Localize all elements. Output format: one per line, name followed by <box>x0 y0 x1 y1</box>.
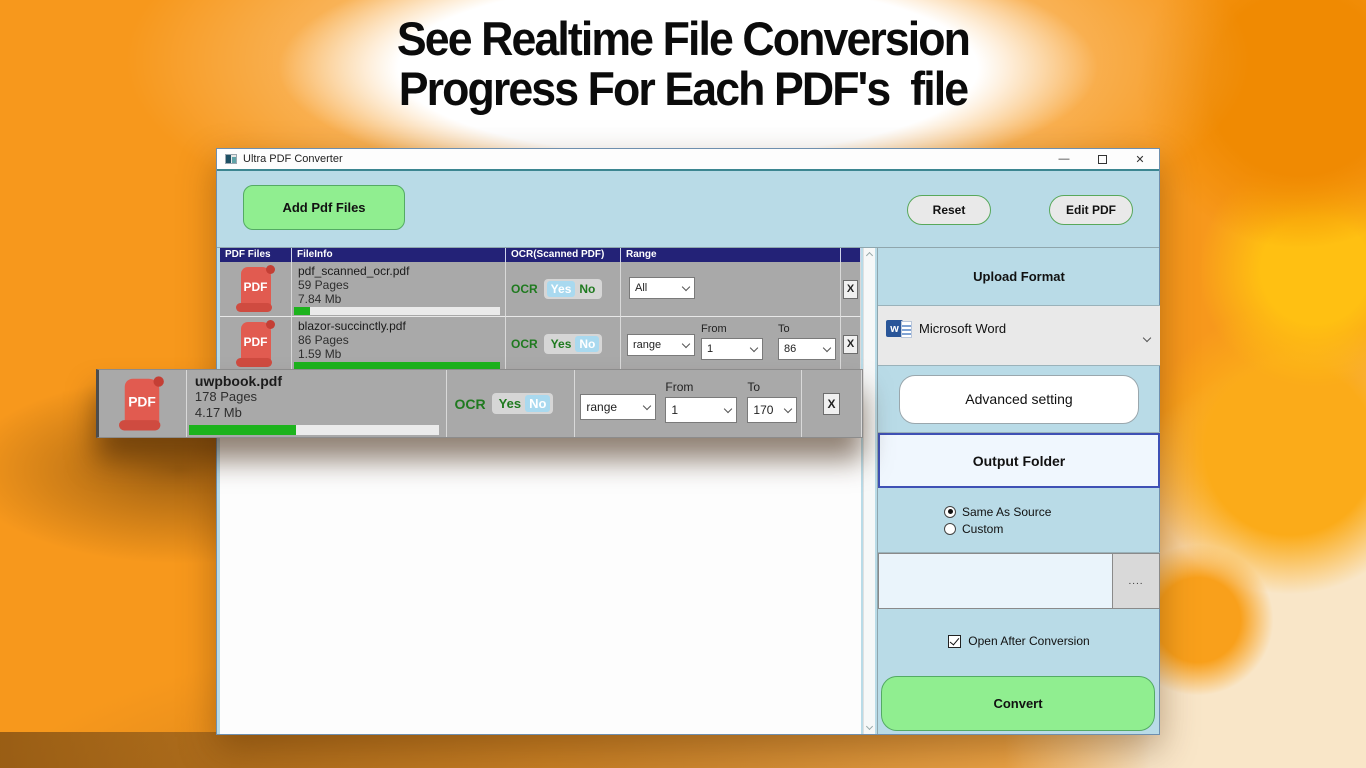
advanced-setting-button[interactable]: Advanced setting <box>899 374 1139 424</box>
conversion-progress-fill <box>294 362 500 370</box>
file-size: 4.17 Mb <box>194 405 242 420</box>
ocr-toggle: Yes No <box>543 279 603 299</box>
edit-pdf-button[interactable]: Edit PDF <box>1049 195 1133 225</box>
conversion-progress-bar <box>294 362 500 370</box>
range-to-dropdown[interactable]: 86 <box>778 338 836 360</box>
ocr-yes-option[interactable]: Yes <box>550 337 572 351</box>
convert-button[interactable]: Convert <box>881 676 1155 731</box>
app-window: Ultra PDF Converter — ✕ Add Pdf Files Re… <box>96 148 1160 735</box>
open-after-conversion-label: Open After Conversion <box>968 634 1090 648</box>
table-header: PDF Files FileInfo OCR(Scanned PDF) Rang… <box>220 248 861 262</box>
minimize-button[interactable]: — <box>1058 153 1070 165</box>
ocr-no-option[interactable]: No <box>525 395 551 412</box>
chevron-down-icon <box>749 343 759 352</box>
to-label: To <box>778 323 790 335</box>
remove-file-button[interactable]: X <box>843 334 858 354</box>
file-size: 7.84 Mb <box>298 292 342 306</box>
output-folder-title: Output Folder <box>878 433 1160 488</box>
radio-selected-icon <box>944 505 956 518</box>
maximize-icon <box>1097 154 1107 164</box>
to-label: To <box>747 380 761 394</box>
ocr-no-option[interactable]: No <box>575 336 600 352</box>
conversion-progress-bar <box>294 307 500 315</box>
file-pages: 86 Pages <box>298 333 349 347</box>
format-value: Microsoft Word <box>919 321 1007 336</box>
chevron-down-icon <box>1142 333 1152 342</box>
pdf-file-icon: PDF <box>234 320 278 368</box>
ocr-label: OCR <box>454 395 486 412</box>
scroll-up-icon <box>865 251 874 260</box>
range-from-dropdown[interactable]: 1 <box>665 397 738 423</box>
ocr-toggle: Yes No <box>491 393 554 414</box>
output-path-field[interactable] <box>878 553 1113 609</box>
ocr-yes-option[interactable]: Yes <box>498 396 522 411</box>
ocr-toggle: Yes No <box>543 334 603 354</box>
settings-panel: Upload Format w Microsoft Word Advanced … <box>877 248 1160 734</box>
file-name: pdf_scanned_ocr.pdf <box>298 264 410 278</box>
pdf-file-icon: PDF <box>117 375 168 431</box>
chevron-down-icon <box>681 339 691 348</box>
browse-folder-button[interactable]: .... <box>1113 553 1160 609</box>
table-row-blazor-succinctly: PDF blazor-succinctly.pdf 86 Pages 1.59 … <box>220 317 861 372</box>
col-header-fileinfo: FileInfo <box>292 248 506 262</box>
list-scrollbar[interactable] <box>863 248 875 734</box>
toolbar: Add Pdf Files Reset Edit PDF <box>217 171 1159 248</box>
range-mode-dropdown[interactable]: range <box>627 334 695 356</box>
app-icon <box>225 154 237 164</box>
upload-format-title: Upload Format <box>878 248 1160 306</box>
ocr-yes-option[interactable]: Yes <box>546 281 576 297</box>
from-label: From <box>665 380 694 394</box>
radio-custom[interactable]: Custom <box>944 522 1094 536</box>
table-row-pdf-scanned-ocr: PDF pdf_scanned_ocr.pdf 59 Pages 7.84 Mb… <box>220 262 861 317</box>
radio-unselected-icon <box>944 522 956 535</box>
conversion-progress-bar <box>188 425 439 435</box>
range-mode-dropdown[interactable]: range <box>580 394 657 420</box>
ocr-no-option[interactable]: No <box>579 282 596 296</box>
col-header-range: Range <box>621 248 841 262</box>
conversion-progress-fill <box>294 307 311 315</box>
conversion-progress-fill <box>188 425 297 435</box>
remove-file-button[interactable]: X <box>843 279 858 299</box>
col-header-remove <box>841 248 861 262</box>
hero-title: See Realtime File Conversion Progress Fo… <box>0 14 1366 114</box>
ocr-label: OCR <box>511 282 538 296</box>
file-pages: 59 Pages <box>298 278 349 292</box>
add-pdf-files-button[interactable]: Add Pdf Files <box>243 185 405 230</box>
ocr-label: OCR <box>511 337 538 351</box>
reset-button[interactable]: Reset <box>907 195 991 225</box>
pdf-file-icon: PDF <box>234 265 278 313</box>
hero-title-line2: Progress For Each PDF's file <box>398 62 969 115</box>
chevron-down-icon <box>724 404 733 413</box>
col-header-pdf-files: PDF Files <box>220 248 292 262</box>
chevron-down-icon <box>784 404 793 413</box>
microsoft-word-icon: w <box>886 320 912 338</box>
hero-title-line1: See Realtime File Conversion <box>396 12 971 65</box>
file-pages: 178 Pages <box>194 389 258 404</box>
window-title: Ultra PDF Converter <box>243 153 343 165</box>
range-from-dropdown[interactable]: 1 <box>701 338 763 360</box>
format-dropdown[interactable]: w Microsoft Word <box>878 306 1160 366</box>
file-name: uwpbook.pdf <box>194 373 282 389</box>
range-mode-dropdown[interactable]: All <box>629 277 695 299</box>
from-label: From <box>701 323 727 335</box>
range-to-dropdown[interactable]: 170 <box>747 397 798 423</box>
chevron-down-icon <box>822 343 832 352</box>
scroll-down-icon <box>865 722 874 731</box>
background-bottom-shade <box>0 732 1366 768</box>
close-button[interactable]: ✕ <box>1135 153 1145 166</box>
open-after-conversion-checkbox[interactable] <box>948 634 962 648</box>
chevron-down-icon <box>643 401 652 410</box>
table-row-uwpbook-popout: PDF uwpbook.pdf 178 Pages 4.17 Mb OCR Ye… <box>96 369 863 438</box>
maximize-button[interactable] <box>1083 149 1121 169</box>
file-size: 1.59 Mb <box>298 347 342 361</box>
col-header-ocr: OCR(Scanned PDF) <box>506 248 621 262</box>
file-name: blazor-succinctly.pdf <box>298 319 406 333</box>
radio-same-as-source[interactable]: Same As Source <box>944 505 1094 519</box>
window-titlebar: Ultra PDF Converter — ✕ <box>217 149 1159 171</box>
remove-file-button[interactable]: X <box>823 392 841 415</box>
chevron-down-icon <box>681 282 691 291</box>
